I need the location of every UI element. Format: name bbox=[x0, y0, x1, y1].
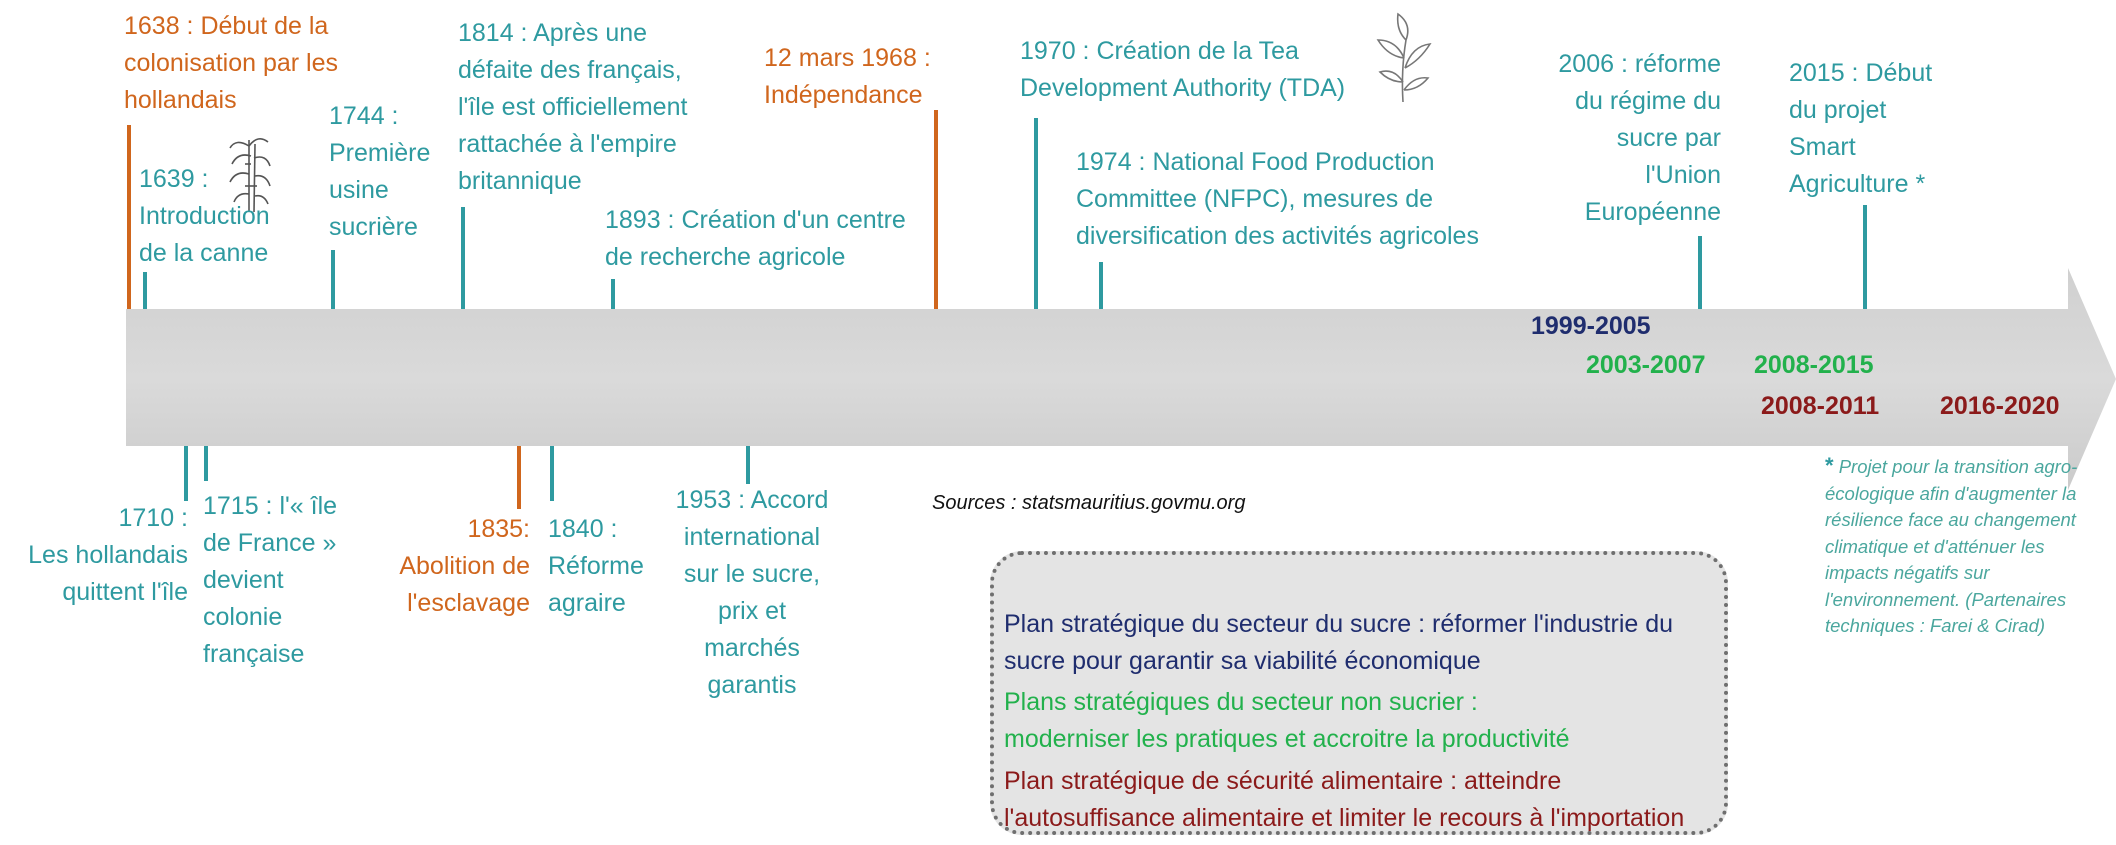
tick-2006 bbox=[1698, 236, 1702, 309]
event-1715: 1715 : l'« île de France » devient colon… bbox=[203, 492, 338, 668]
legend-desc-non-sugar: moderniser les pratiques et accroitre la… bbox=[1004, 725, 1570, 753]
period-sugar: 1999-2005 bbox=[1531, 312, 1651, 340]
legend-item-sugar: Plan stratégique du secteur du sucre : r… bbox=[1004, 569, 1724, 680]
tick-1814 bbox=[461, 207, 465, 309]
legend-desc-sugar: réformer l'industrie du sucre pour garan… bbox=[1004, 610, 1674, 675]
footnote-text: Projet pour la transition agro-écologiqu… bbox=[1825, 456, 2078, 636]
period-food-security-2: 2016-2020 bbox=[1940, 392, 2060, 420]
tea-leaf-icon bbox=[1376, 12, 1432, 103]
legend-item-food-security: Plan stratégique de sécurité alimentaire… bbox=[1004, 726, 1724, 837]
tick-1835 bbox=[517, 446, 521, 509]
tick-1639 bbox=[143, 272, 147, 309]
tick-1744 bbox=[331, 250, 335, 309]
legend-sep-food-security: : bbox=[1443, 767, 1464, 795]
event-1974: 1974 : National Food Production Committe… bbox=[1076, 148, 1479, 250]
tick-2015 bbox=[1863, 205, 1867, 309]
event-1710: 1710 : Les hollandais quittent l'île bbox=[28, 504, 188, 606]
tick-1840 bbox=[550, 446, 554, 501]
event-2006: 2006 : réforme du régime du sucre par l'… bbox=[1558, 50, 1721, 226]
tick-1893 bbox=[611, 279, 615, 309]
tick-1974 bbox=[1099, 262, 1103, 309]
event-1968: 12 mars 1968 : Indépendance bbox=[764, 44, 931, 109]
tick-1970 bbox=[1034, 118, 1038, 309]
period-food-security-1: 2008-2011 bbox=[1761, 392, 1880, 420]
event-1835: 1835: Abolition de l'esclavage bbox=[399, 515, 530, 617]
legend-sep-sugar: : bbox=[1411, 610, 1433, 638]
tick-1968 bbox=[934, 110, 938, 309]
tick-1715 bbox=[204, 446, 208, 481]
period-non-sugar-1: 2003-2007 bbox=[1586, 351, 1706, 379]
event-1840: 1840 : Réforme agraire bbox=[548, 515, 644, 617]
event-1893: 1893 : Création d'un centre de recherche… bbox=[605, 206, 906, 271]
legend-title-non-sugar: Plans stratégiques du secteur non sucrie… bbox=[1004, 688, 1464, 716]
sources-text: Sources : statsmauritius.govmu.org bbox=[932, 492, 1246, 514]
legend-item-non-sugar: Plans stratégiques du secteur non sucrie… bbox=[1004, 647, 1724, 758]
tick-1710 bbox=[184, 446, 188, 501]
tick-1953 bbox=[746, 446, 750, 484]
legend-title-sugar: Plan stratégique du secteur du sucre bbox=[1004, 610, 1412, 638]
footnote-star: * bbox=[1825, 453, 1834, 478]
event-1744: 1744 : Première usine sucrière bbox=[329, 102, 431, 241]
event-2015: 2015 : Début du projet Smart Agriculture… bbox=[1789, 59, 1933, 198]
event-1970: 1970 : Création de la Tea Development Au… bbox=[1020, 37, 1346, 102]
legend-box bbox=[990, 551, 1728, 835]
sugarcane-icon bbox=[229, 138, 271, 213]
legend-desc-food-security: atteindre l'autosuffisance alimentaire e… bbox=[1004, 767, 1685, 832]
period-non-sugar-2: 2008-2015 bbox=[1754, 351, 1874, 379]
tick-1638 bbox=[127, 125, 131, 309]
event-1638: 1638 : Début de la colonisation par les … bbox=[124, 12, 339, 114]
legend-title-food-security: Plan stratégique de sécurité alimentaire bbox=[1004, 767, 1444, 795]
event-1814: 1814 : Après une défaite des français, l… bbox=[458, 19, 688, 195]
event-1639: 1639 : Introduction de la canne bbox=[139, 165, 270, 267]
event-1953: 1953 : Accord international sur le sucre… bbox=[675, 486, 829, 699]
legend-sep-non-sugar: : bbox=[1470, 688, 1478, 716]
footnote: * Projet pour la transition agro-écologi… bbox=[1825, 453, 2093, 640]
